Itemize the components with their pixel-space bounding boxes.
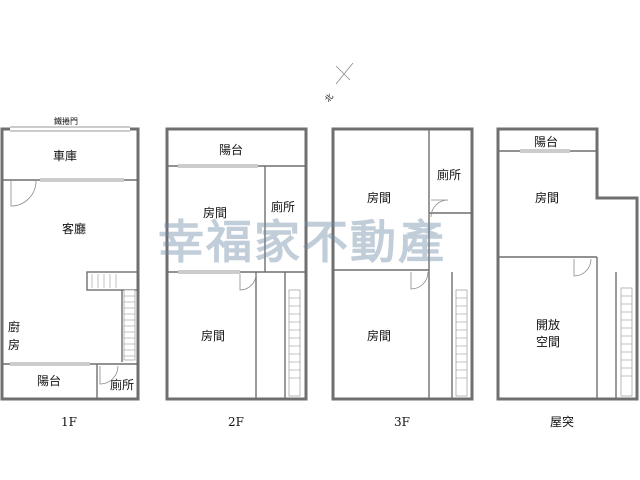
floor-2f: 陽台 房間 廁所 房間 2F [165,127,308,429]
2f-door-swing [239,273,257,291]
floor-label-2f: 2F [228,415,244,429]
floor-roof: 陽台 房間 開放 空間 屋突 [496,127,639,429]
1f-garage-label: 車庫 [53,149,77,163]
roof-outer-wall [496,127,639,401]
1f-toilet-label: 廁所 [110,377,134,392]
floor-label-1f: 1F [61,415,77,429]
roof-open-label-1: 開放 [536,317,560,332]
3f-room-door [410,271,429,290]
floor-label-3f: 3F [394,415,410,429]
roof-open-label-2: 空間 [536,335,560,349]
1f-kitchen-label-1: 廚 [8,319,20,334]
2f-room-a-label: 房間 [203,205,227,220]
watermark-text: 幸福家不動產 [158,215,446,269]
1f-living-label: 客廳 [62,221,86,236]
1f-door-swing [10,180,37,207]
3f-room-a-label: 房間 [367,190,391,205]
3f-room-b-label: 房間 [367,328,391,343]
1f-toilet-door [99,365,119,385]
3f-toilet-label: 廁所 [437,167,461,182]
1f-gate-label: 鐵捲門 [54,116,78,126]
floor-label-roof: 屋突 [550,414,574,429]
2f-room-b-label: 房間 [201,328,225,343]
compass-cross [335,65,351,81]
2f-outer-wall [165,127,308,401]
2f-balcony-label: 陽台 [219,142,243,157]
2f-toilet-label: 廁所 [271,199,295,214]
roof-door-swing [573,258,592,277]
1f-outer-wall [0,127,140,401]
floor-3f: 房間 廁所 房間 3F [331,127,474,429]
compass-line [335,62,354,85]
3f-toilet-door [430,199,449,218]
1f-balcony-label: 陽台 [37,373,61,388]
3f-outer-wall [331,127,474,401]
1f-kitchen-label-2: 房 [8,337,20,352]
roof-room-label: 房間 [535,190,559,205]
floor-1f: 鐵捲門 車庫 客廳 廚 房 陽台 廁所 1F [0,116,140,429]
roof-balcony-label: 陽台 [534,134,558,149]
1f-stair-landing [86,271,139,291]
north-compass: 北 [323,62,354,104]
compass-north-label: 北 [323,92,335,104]
